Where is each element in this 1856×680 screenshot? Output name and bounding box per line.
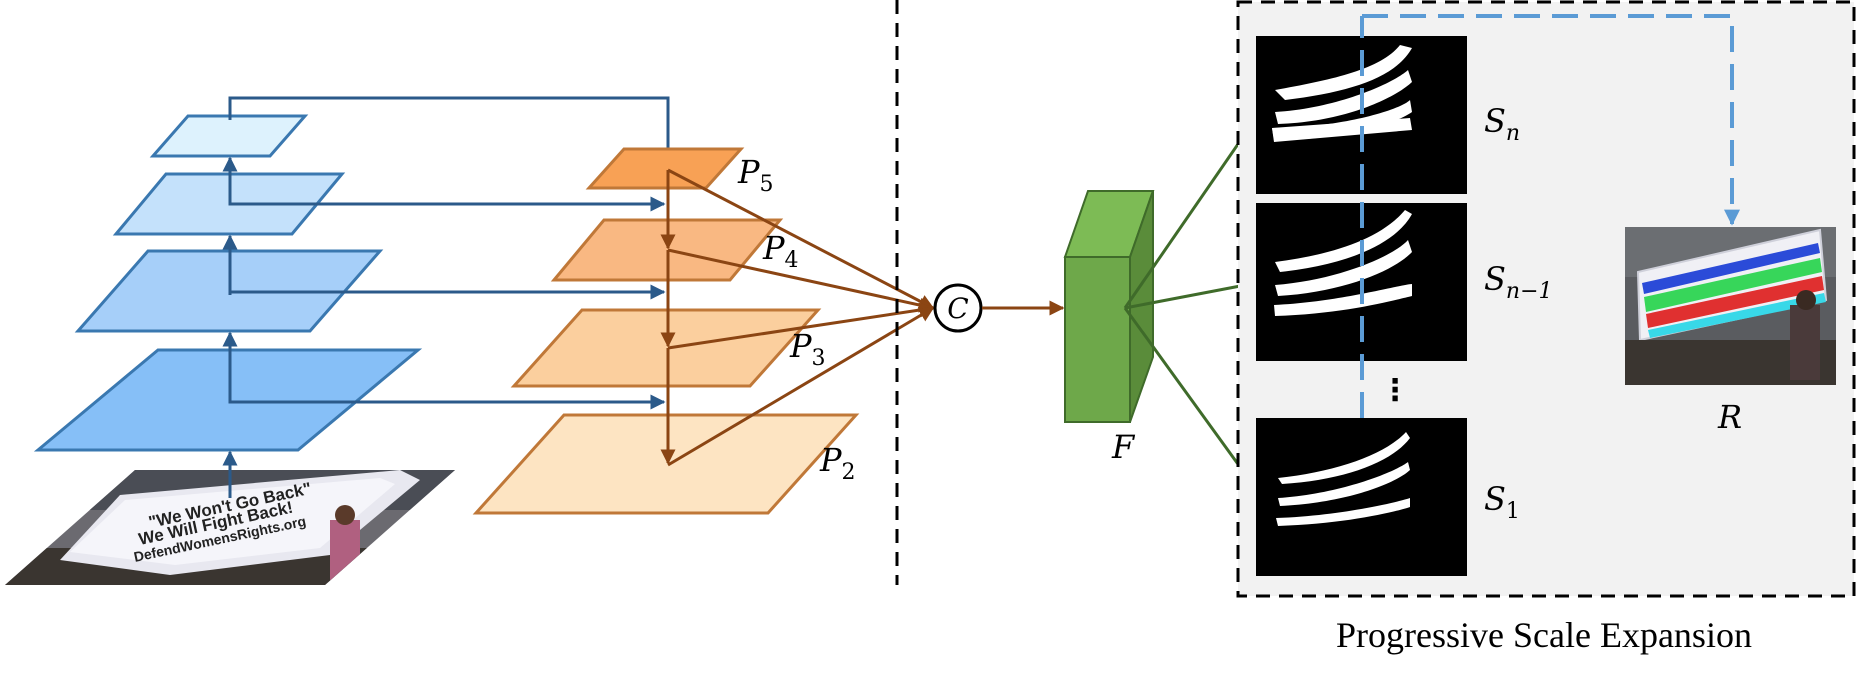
label-r: R xyxy=(1717,398,1742,436)
label-s1: S1 xyxy=(1484,480,1520,524)
backbone-layers xyxy=(33,114,423,452)
kernel-arrows xyxy=(1123,116,1258,491)
expansion-path xyxy=(1360,14,1740,418)
label-sn: Sn xyxy=(1484,102,1520,146)
label-p3: P3 xyxy=(789,327,826,371)
pse-caption: Progressive Scale Expansion xyxy=(1336,615,1752,655)
result-image xyxy=(1625,227,1836,385)
label-f: F xyxy=(1111,428,1136,466)
backbone-layer-1 xyxy=(33,348,423,452)
backbone-layer-4 xyxy=(149,114,309,158)
kernel-ellipsis: ⋮ xyxy=(1380,373,1410,408)
fpn-arrows xyxy=(660,168,935,467)
label-p4: P4 xyxy=(762,229,799,273)
fpn-layer-p2 xyxy=(472,413,860,515)
lateral-arrows xyxy=(228,96,676,410)
label-p2: P2 xyxy=(819,441,856,485)
label-sn-1: Sn−1 xyxy=(1484,260,1553,304)
kernel-map-s1 xyxy=(1256,418,1467,576)
fpn-labels: P5 P4 P3 P2 xyxy=(737,153,856,485)
concat-symbol: C xyxy=(947,292,968,325)
fpn-layer-p5 xyxy=(585,147,745,190)
label-p5: P5 xyxy=(737,153,774,197)
kernel-labels: Sn Sn−1 S1 xyxy=(1484,102,1553,524)
fpn-layer-p3 xyxy=(510,308,822,388)
fused-feature-block xyxy=(1063,190,1155,423)
concat-node: C xyxy=(933,283,983,333)
